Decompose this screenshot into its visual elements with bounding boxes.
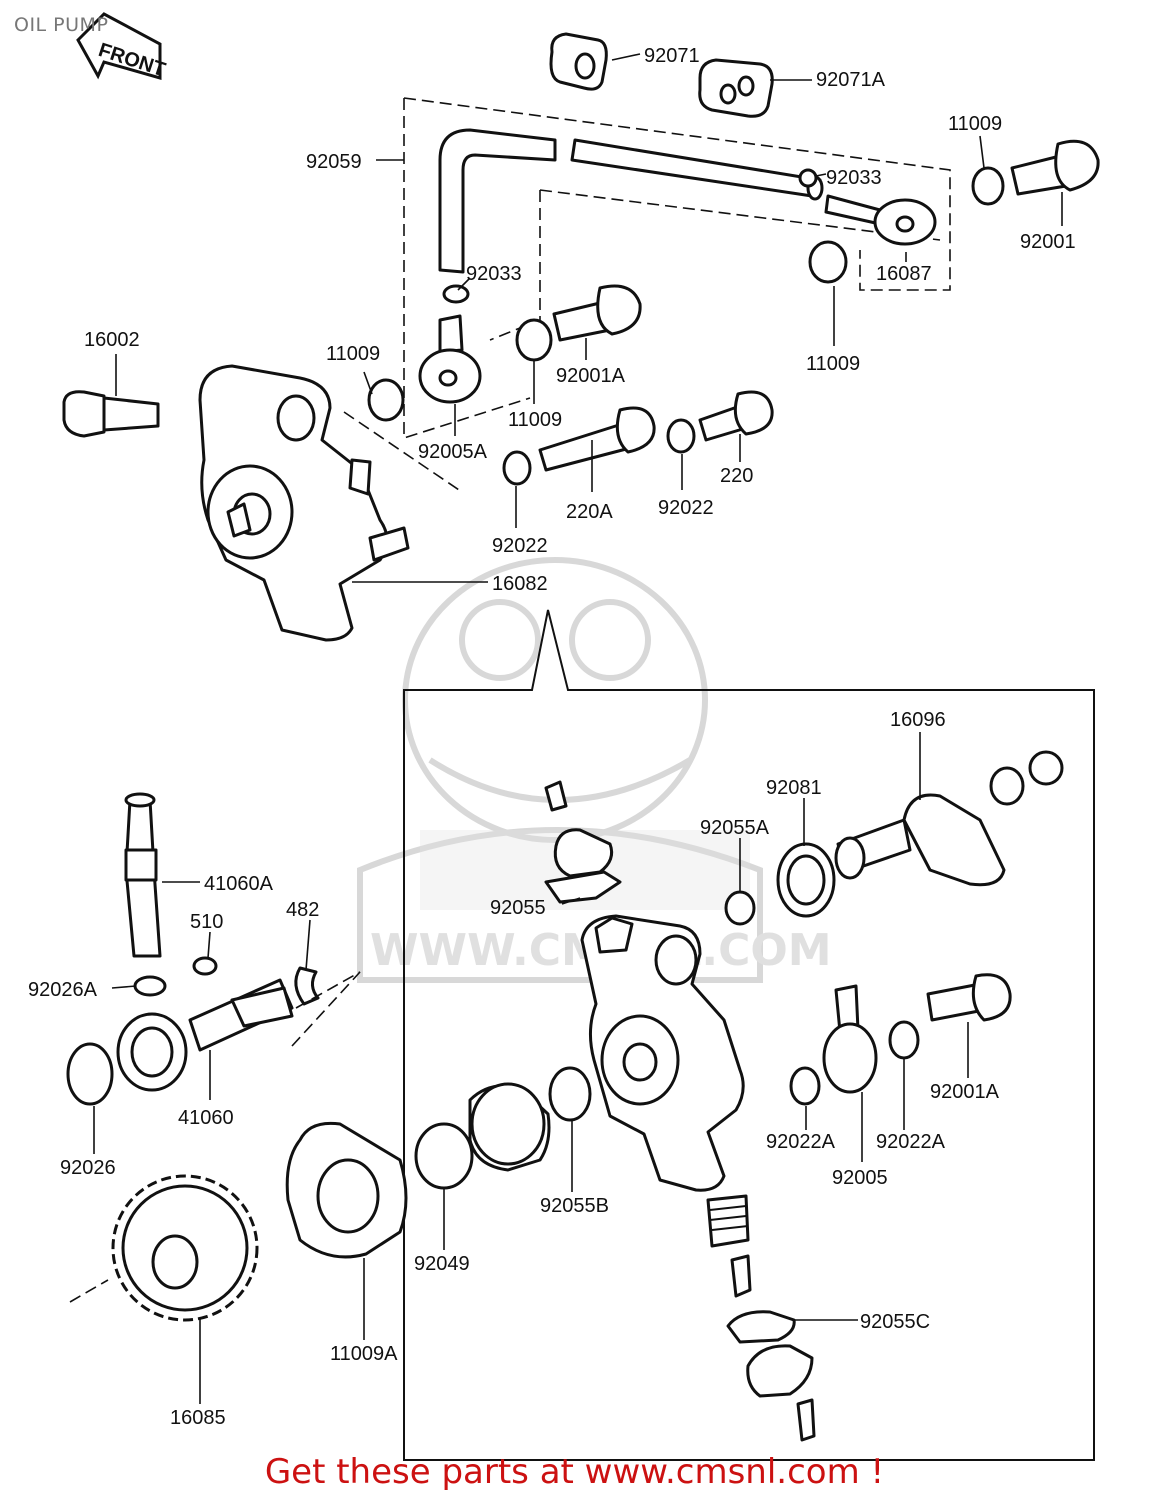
bolt-220A-part (538, 406, 656, 472)
key-510-part (192, 956, 218, 976)
label-92081: 92081 (766, 777, 822, 799)
label-92026A: 92026A (28, 979, 98, 1001)
detail-frame (403, 609, 1095, 1461)
cap-plate-part (746, 1344, 814, 1398)
washer-92022-l-part (502, 450, 532, 486)
label-11009-tr: 11009 (948, 113, 1002, 135)
label-11009-l: 11009 (326, 343, 380, 365)
washer-92022A-l-part (789, 1066, 821, 1106)
label-92071: 92071 (644, 45, 700, 67)
gasket-11009A-part (285, 1121, 408, 1259)
label-92001: 92001 (1020, 231, 1076, 253)
footer-link[interactable]: Get these parts at www.cmsnl.com ! (264, 1452, 885, 1492)
washer-11009-tr-part (971, 166, 1005, 206)
washer-92026-part (66, 1042, 114, 1106)
clip-482-part (294, 966, 320, 1006)
cms-watermark: WWW.CMSNL.COM (357, 557, 832, 983)
label-16096: 16096 (890, 709, 946, 731)
label-482: 482 (286, 899, 319, 921)
gasket-92055C-part (726, 1310, 796, 1344)
plunger-part (730, 1254, 752, 1298)
bolt-92001A-bottom-part (926, 973, 1012, 1022)
banjo-fitting-16087-part (824, 194, 937, 246)
label-92026: 92026 (60, 1157, 116, 1179)
clip-92033-top-part (442, 284, 470, 304)
page-title: OIL PUMP (14, 14, 109, 36)
label-92055: 92055 (490, 897, 546, 919)
bolt-220-part (698, 390, 774, 442)
washer-16096-a-part (989, 766, 1025, 806)
label-16082: 16082 (492, 573, 548, 595)
label-11009-r: 11009 (806, 353, 860, 375)
label-92055C: 92055C (860, 1311, 930, 1333)
washer-92026A-part (133, 975, 167, 997)
label-11009A: 11009A (330, 1343, 398, 1365)
banjo-92005-part (822, 984, 878, 1094)
label-92059: 92059 (306, 151, 362, 173)
spring-92081-part (776, 842, 836, 918)
label-92001A-bottom: 92001A (930, 1081, 1000, 1103)
washer-11009-c-part (515, 318, 553, 362)
label-11009-c: 11009 (508, 409, 562, 431)
clip-92033-part (798, 168, 818, 188)
label-92022-r: 92022 (658, 497, 714, 519)
rotor-cover-part (468, 1082, 551, 1172)
bolt-92001A-top-part (552, 284, 642, 342)
label-510: 510 (190, 911, 223, 933)
gasket-92055-part (544, 780, 622, 904)
relief-spring-part (706, 1194, 750, 1248)
washer-92022-r-part (666, 418, 696, 454)
label-92022-l: 92022 (492, 535, 548, 557)
banjo-92005A-part (418, 314, 482, 404)
bolt-92001-part (1010, 139, 1100, 196)
label-92022A-l: 92022A (766, 1131, 836, 1153)
screw-bottom-part (796, 1398, 816, 1442)
label-16087: 16087 (876, 263, 932, 285)
label-92033-top: 92033 (466, 263, 522, 285)
label-220A: 220A (566, 501, 613, 523)
nut-16096-part (1028, 750, 1064, 786)
cover-16096-part (834, 793, 1006, 887)
label-92001A-top: 92001A (556, 365, 626, 387)
oil-pump-16082-part (198, 364, 410, 642)
label-41060: 41060 (178, 1107, 234, 1129)
gear-16085-part (111, 1174, 259, 1322)
oil-seal-92055A-part (724, 890, 756, 926)
label-92049: 92049 (414, 1253, 470, 1275)
shaft-41060A-part (124, 792, 162, 958)
label-92033-mid: 92033 (826, 167, 882, 189)
label-92055A: 92055A (700, 817, 770, 839)
label-41060A: 41060A (204, 873, 274, 895)
part-labels: 92071 92071A 92059 92033 92033 11009 920… (28, 45, 1076, 1429)
pad-92071A-part (698, 58, 774, 118)
gear-shaft-41060-part (116, 978, 294, 1092)
label-92071A: 92071A (816, 69, 886, 91)
label-92055B: 92055B (540, 1195, 609, 1217)
oil-pump-body-detail-part (580, 914, 745, 1192)
washer-92022A-r-part (888, 1020, 920, 1060)
label-16085: 16085 (170, 1407, 226, 1429)
label-220: 220 (720, 465, 753, 487)
washer-11009-l-part (367, 378, 405, 422)
label-92005A: 92005A (418, 441, 488, 463)
oring-92055B-part (548, 1066, 592, 1122)
label-92005: 92005 (832, 1167, 888, 1189)
label-16002: 16002 (84, 329, 140, 351)
leader-lines (69, 53, 1063, 1404)
pad-92071-part (549, 32, 608, 91)
seal-92049-part (414, 1122, 474, 1190)
washer-11009-r-part (808, 240, 848, 284)
plug-16002-part (62, 390, 160, 438)
label-92022A-r: 92022A (876, 1131, 946, 1153)
